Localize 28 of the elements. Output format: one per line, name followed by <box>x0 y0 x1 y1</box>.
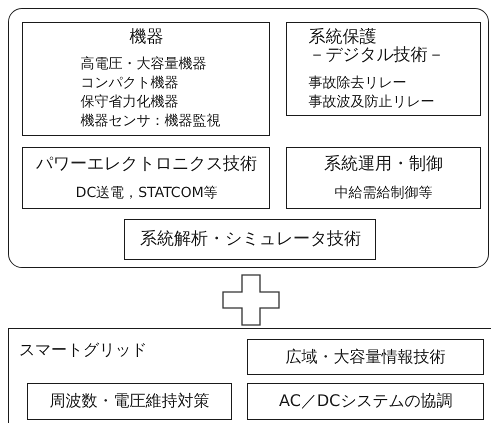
category-box <box>22 146 270 209</box>
box-text: 中給需給制御等 <box>334 186 433 200</box>
group-panel <box>8 8 489 268</box>
technology-box <box>26 382 232 420</box>
box-heading: AC／DCシステムの協調 <box>279 392 452 409</box>
category-box <box>22 22 270 136</box>
list-item: 保守省力化機器 <box>80 94 179 109</box>
box-heading: 系統運用・制御 <box>324 156 444 173</box>
list-item: 事故波及防止リレー <box>308 94 435 109</box>
box-heading: 広域・大容量情報技術 <box>286 348 446 365</box>
list-item: 機器センサ：機器監視 <box>80 114 221 128</box>
technology-box <box>124 218 376 260</box>
list-item: 事故除去リレー <box>308 76 407 90</box>
box-heading: 周波数・電圧維持対策 <box>50 392 210 409</box>
panel-heading: スマートグリッド <box>19 342 147 358</box>
technology-box <box>246 338 484 375</box>
smart-grid-panel <box>8 328 491 423</box>
box-heading: パワーエレクトロニクス技術 <box>36 156 258 173</box>
category-box <box>286 146 481 209</box>
box-heading: －デジタル技術－ <box>308 46 445 64</box>
technology-box <box>246 382 484 420</box>
box-text: DC送電，STATCOM等 <box>76 186 218 200</box>
box-heading: 機器 <box>130 28 164 46</box>
box-heading: 系統保護 <box>308 28 377 46</box>
box-heading: 系統解析・シミュレータ技術 <box>140 230 362 248</box>
list-item: 高電圧・大容量機器 <box>80 56 207 71</box>
category-box <box>286 22 481 116</box>
list-item: コンパクト機器 <box>80 76 179 90</box>
